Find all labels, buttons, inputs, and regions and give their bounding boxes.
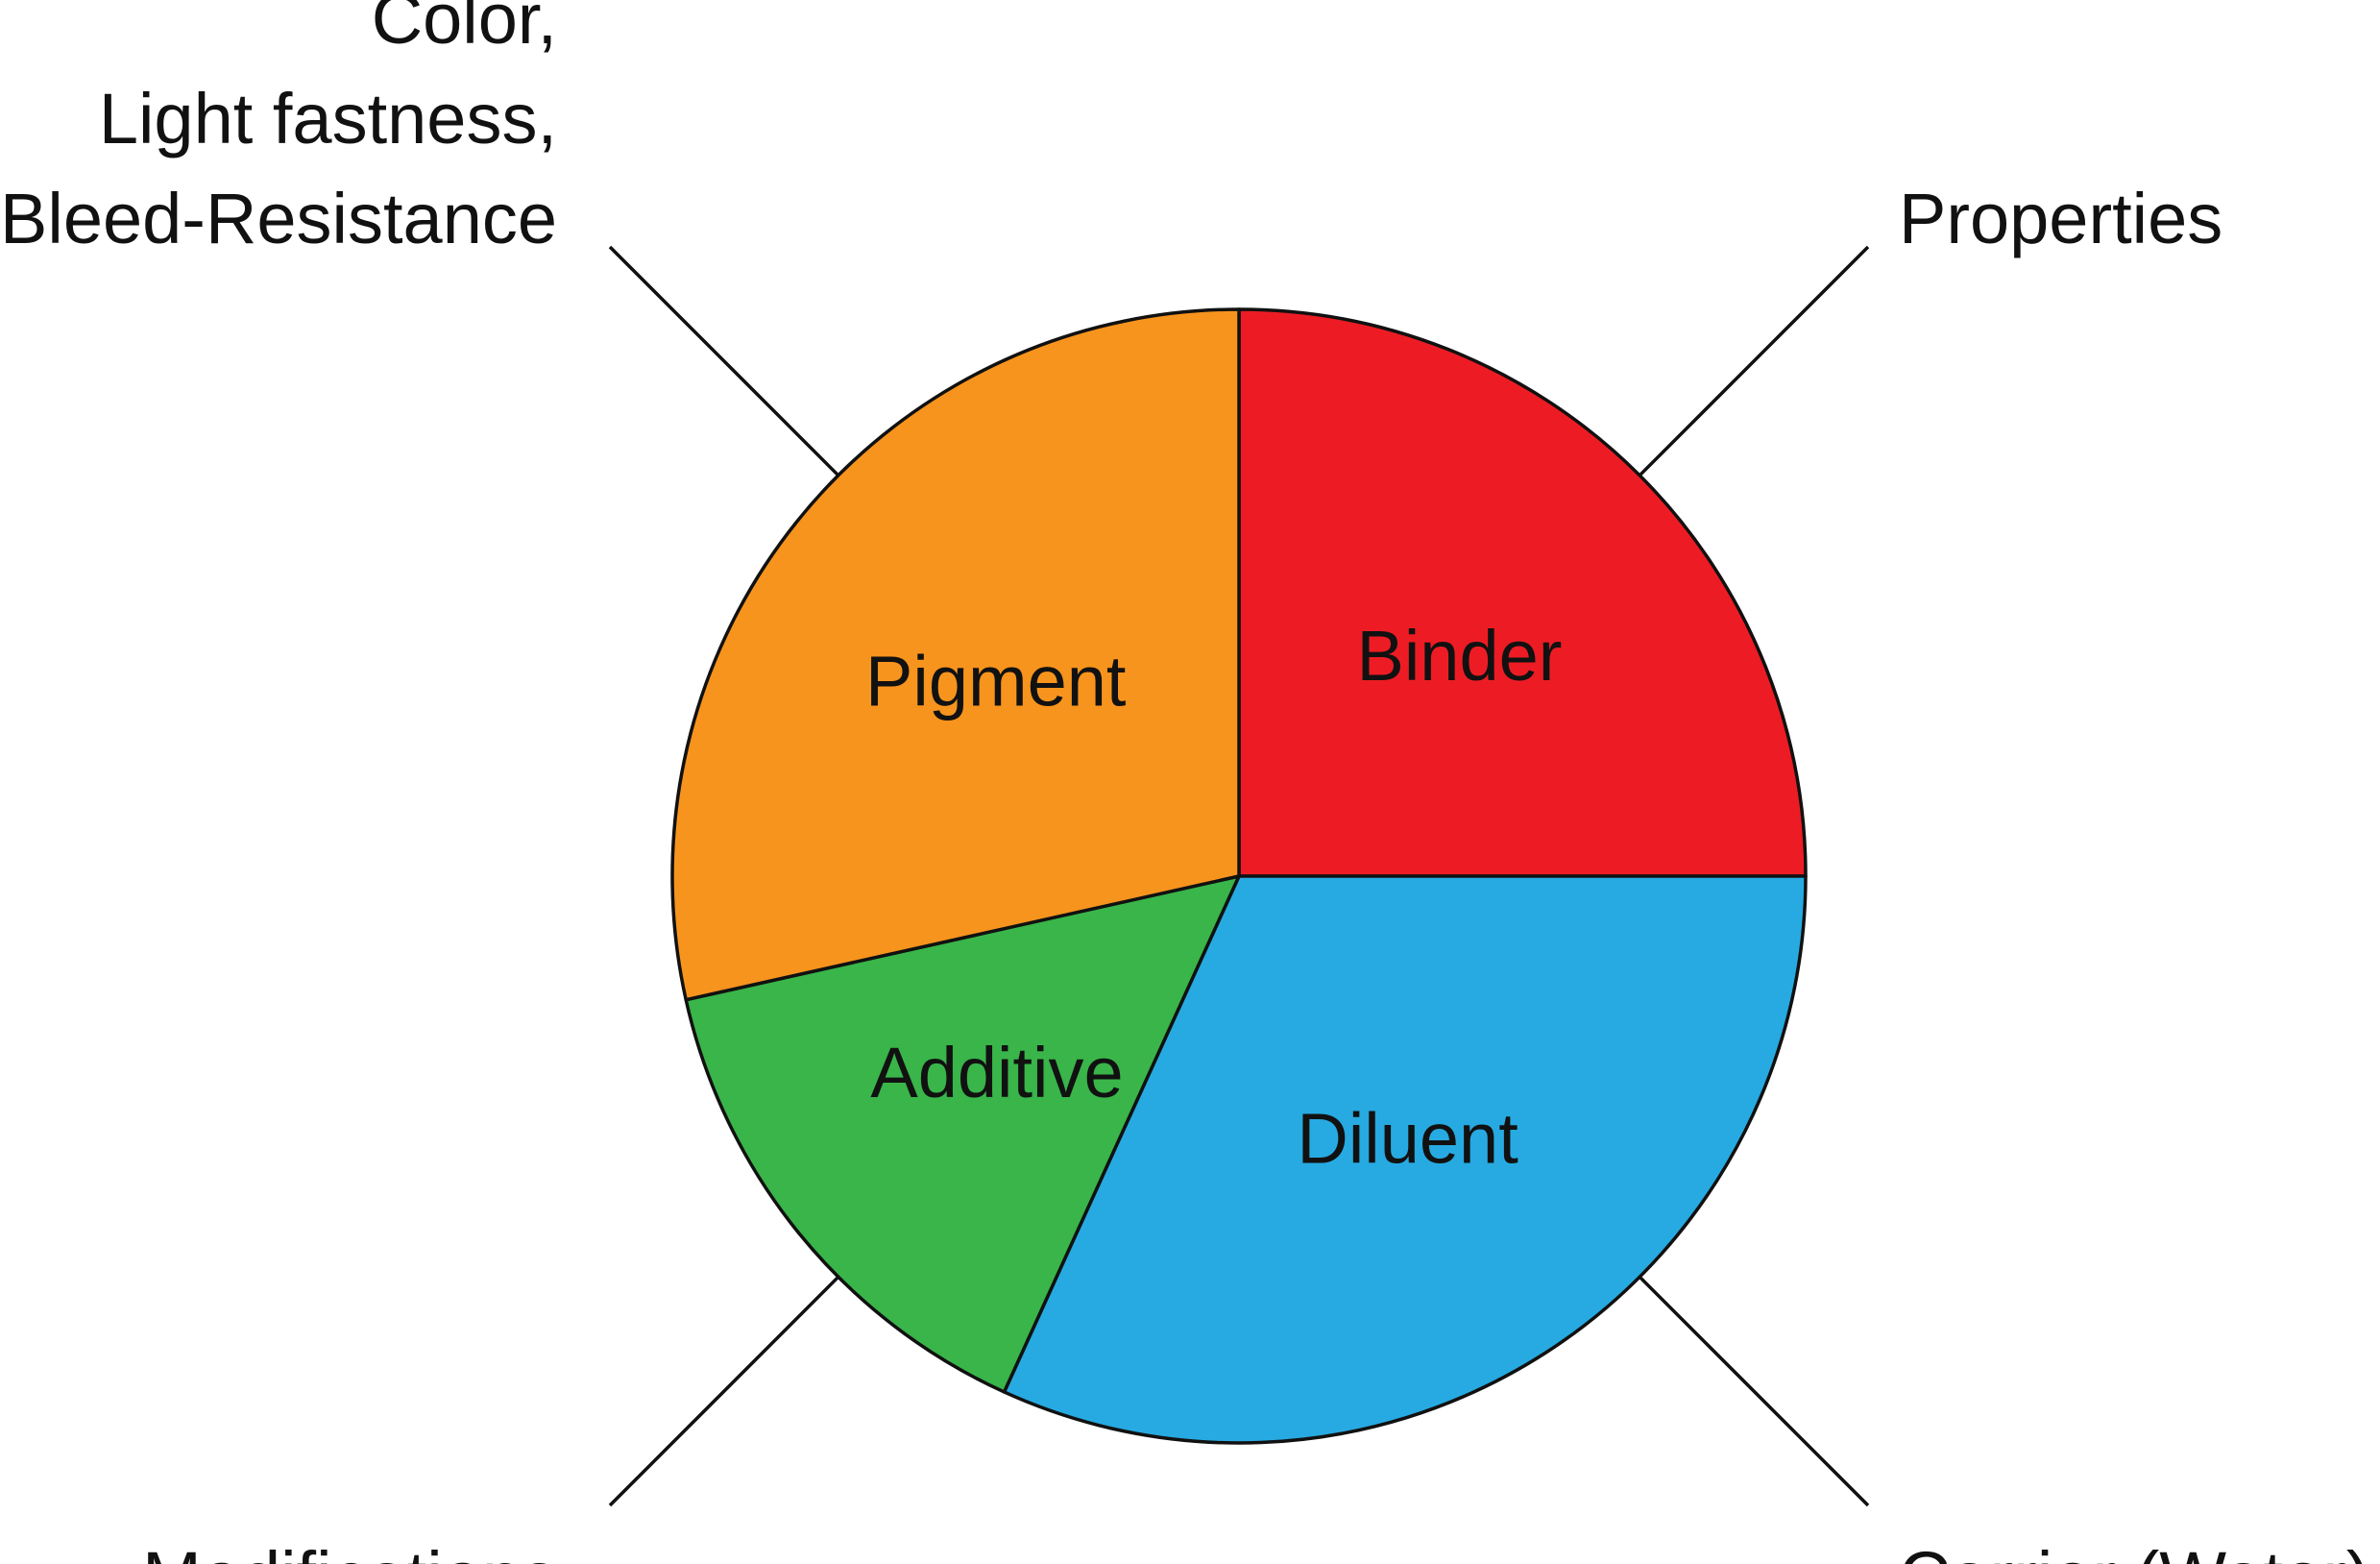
pie-slice-diluent xyxy=(1002,874,1808,1445)
pie-slices xyxy=(670,307,1808,1445)
slice-label-diluent: Diluent xyxy=(1297,1098,1518,1178)
callout-line-additive-1: Modifications xyxy=(142,1537,557,1564)
leader-line-pigment xyxy=(608,245,840,477)
callout-line-pigment-3: Bleed-Resistance xyxy=(0,179,557,258)
callout-line-binder-1: Properties xyxy=(1899,179,2222,258)
callout-label-pigment: Color, Light fastness, Bleed-Resistance xyxy=(0,0,557,258)
callout-line-pigment-2: Light fastness, xyxy=(99,79,557,159)
callout-leader-lines xyxy=(608,245,1870,1507)
callout-label-diluent: Carrier (Water) xyxy=(1899,1537,2370,1564)
callout-label-binder: Properties xyxy=(1899,179,2222,258)
callout-label-additive: Modifications xyxy=(142,1537,557,1564)
slice-label-additive: Additive xyxy=(870,1033,1123,1112)
pie-slice-additive xyxy=(684,874,1241,1394)
leader-line-diluent xyxy=(1638,1275,1870,1507)
pie-slice-pigment xyxy=(670,307,1241,1002)
leader-line-binder xyxy=(1638,245,1870,477)
slice-label-binder: Binder xyxy=(1357,616,1563,696)
slice-label-pigment: Pigment xyxy=(865,642,1127,721)
callout-line-diluent-1: Carrier (Water) xyxy=(1899,1537,2370,1564)
leader-line-additive xyxy=(608,1275,840,1507)
callout-line-pigment-1: Color, xyxy=(372,0,557,59)
